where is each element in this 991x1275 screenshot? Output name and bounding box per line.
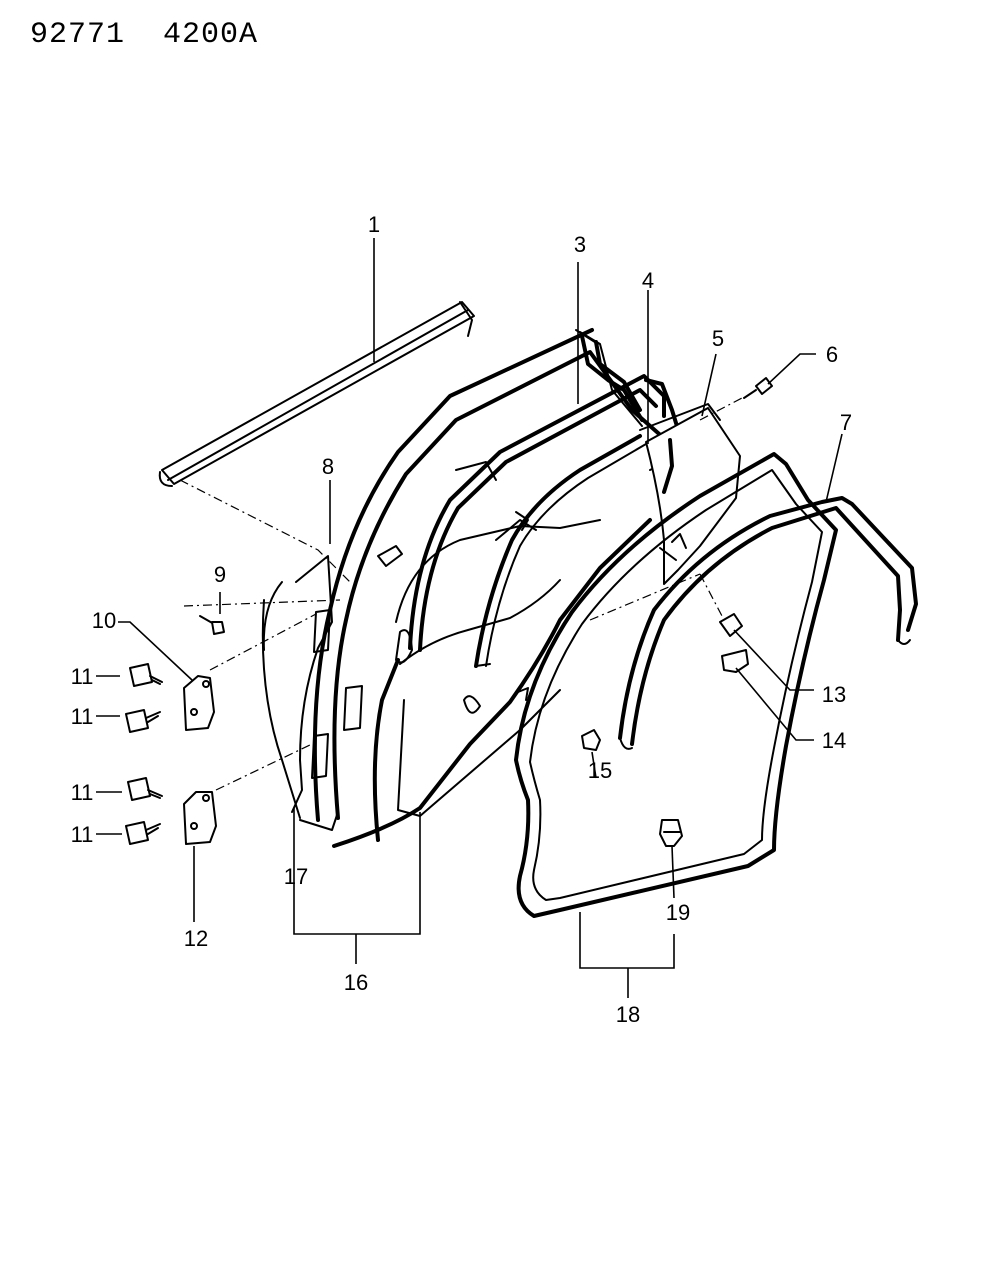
callout-15: 15 xyxy=(588,758,612,783)
callout-12: 12 xyxy=(184,926,208,951)
callout-11-d: 11 xyxy=(71,822,94,847)
callout-16: 16 xyxy=(344,970,368,995)
callout-4: 4 xyxy=(642,268,654,293)
part-lower-hinge xyxy=(183,791,217,845)
callout-14: 14 xyxy=(822,728,846,753)
callout-11-a: 11 xyxy=(71,664,94,689)
part-outer-weatherstrip xyxy=(618,496,918,750)
callout-labels: 1 3 4 5 6 7 8 9 10 11 11 11 11 12 13 14 … xyxy=(71,212,853,1027)
leader-lines xyxy=(96,238,843,998)
callout-9: 9 xyxy=(214,562,226,587)
callout-6: 6 xyxy=(826,342,838,367)
callout-11-c: 11 xyxy=(71,780,94,805)
callout-13: 13 xyxy=(822,682,846,707)
part-bracket-14 xyxy=(721,649,749,673)
part-grommet-15 xyxy=(581,729,601,751)
callout-19: 19 xyxy=(666,900,690,925)
part-upper-hinge xyxy=(183,675,215,731)
callout-11-b: 11 xyxy=(71,704,94,729)
part-glass-run xyxy=(474,378,721,668)
part-belt-molding xyxy=(158,301,475,487)
part-sash-frame xyxy=(408,329,666,652)
part-screw-9 xyxy=(199,615,225,635)
callout-8: 8 xyxy=(322,454,334,479)
callout-3: 3 xyxy=(574,232,586,257)
callout-18: 18 xyxy=(616,1002,640,1027)
part-door-glass xyxy=(645,407,741,585)
installation-lines xyxy=(179,397,743,791)
part-clip-6 xyxy=(743,377,773,399)
part-bolts xyxy=(125,663,163,845)
part-fastener-19 xyxy=(659,819,683,847)
callout-17: 17 xyxy=(284,864,308,889)
part-pad xyxy=(377,545,403,567)
callout-1: 1 xyxy=(368,212,380,237)
callout-10: 10 xyxy=(92,608,116,633)
callout-5: 5 xyxy=(712,326,724,351)
callout-7: 7 xyxy=(840,410,852,435)
part-clip-13 xyxy=(719,613,743,637)
diagram-code: 92771 4200A xyxy=(30,18,259,52)
part-body-weatherstrip xyxy=(514,452,838,918)
